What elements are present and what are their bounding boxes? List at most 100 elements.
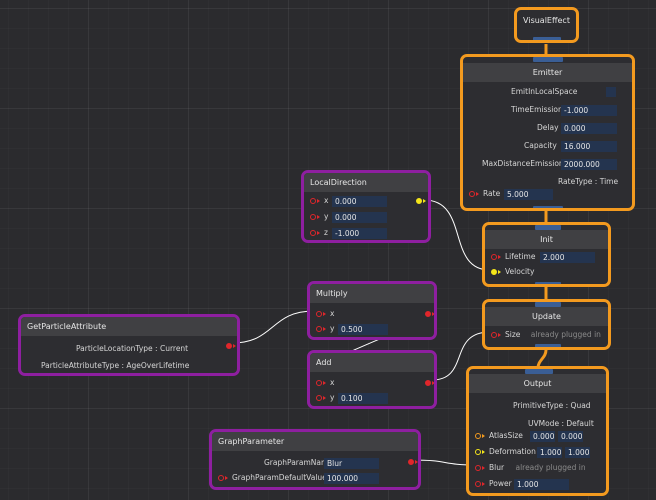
output-node[interactable]: Output PrimitiveType : Quad UVMode : Def…	[466, 366, 609, 496]
multiply-node[interactable]: Multiply x y 0.500	[307, 281, 437, 340]
get-particle-attribute-output-arrow-icon	[233, 344, 236, 348]
local-direction-z-row: z	[324, 227, 328, 239]
deformation-input-port[interactable]	[475, 449, 481, 455]
visual-effect-output-flow-slot[interactable]	[533, 37, 561, 40]
deformation-row: Deformation	[489, 446, 536, 458]
capacity-field[interactable]: 16.000	[561, 141, 617, 152]
rate-input-port[interactable]	[469, 191, 475, 197]
multiply-y-field[interactable]: 0.500	[338, 324, 388, 335]
multiply-x-label: x	[330, 309, 335, 318]
output-input-flow-slot[interactable]	[525, 369, 553, 374]
wire-attribute-multiply	[231, 310, 315, 344]
uv-mode-label[interactable]: UVMode : Default	[528, 419, 594, 428]
multiply-y-port[interactable]	[316, 326, 322, 332]
max-distance-emission-label: MaxDistanceEmission	[482, 159, 564, 168]
max-distance-emission-field[interactable]: 2000.000	[561, 159, 617, 170]
lifetime-port-arrow-icon	[498, 255, 501, 259]
local-direction-x-arrow-icon	[317, 199, 320, 203]
multiply-y-label: y	[330, 324, 335, 333]
add-y-field[interactable]: 0.100	[338, 393, 388, 404]
local-direction-z-field[interactable]: -1.000	[332, 228, 387, 239]
rate-type-row[interactable]: RateType : Time	[558, 176, 618, 188]
get-particle-attribute-title: GetParticleAttribute	[21, 317, 237, 336]
velocity-label: Velocity	[505, 267, 535, 276]
init-input-flow-slot[interactable]	[535, 225, 561, 230]
visual-effect-node[interactable]: VisualEffect	[514, 7, 579, 43]
local-direction-x-port[interactable]	[310, 198, 316, 204]
emitter-output-flow-slot[interactable]	[533, 206, 563, 208]
power-label: Power	[489, 479, 512, 488]
graph-parameter-title: GraphParameter	[212, 432, 418, 451]
emitter-input-flow-slot[interactable]	[533, 57, 563, 62]
rate-type-label[interactable]: RateType : Time	[558, 177, 619, 186]
particle-location-type-row[interactable]: ParticleLocationType : Current	[76, 343, 188, 355]
power-field[interactable]: 1.000	[514, 479, 569, 490]
add-y-port[interactable]	[316, 395, 322, 401]
atlas-size-field-1[interactable]: 0.000	[530, 431, 555, 442]
emit-in-local-space-checkbox[interactable]	[606, 87, 616, 97]
time-emission-field[interactable]: -1.000	[561, 105, 617, 116]
delay-row: Delay	[537, 122, 559, 134]
init-title: Init	[485, 230, 608, 249]
graph-param-name-row: GraphParamName	[264, 457, 333, 469]
particle-location-type-label[interactable]: ParticleLocationType : Current	[76, 344, 189, 353]
power-input-port[interactable]	[475, 481, 481, 487]
atlas-size-port-arrow-icon	[482, 434, 485, 438]
atlas-size-input-port[interactable]	[475, 433, 481, 439]
add-y-arrow-icon	[323, 396, 326, 400]
emitter-node[interactable]: Emitter EmitInLocalSpace TimeEmission -1…	[460, 54, 635, 211]
particle-attribute-type-row[interactable]: ParticleAttributeType : AgeOverLifetime	[41, 360, 189, 372]
size-input-port[interactable]	[491, 332, 497, 338]
size-row: Size already plugged in	[505, 329, 601, 341]
graph-param-default-value-port[interactable]	[218, 475, 224, 481]
graph-parameter-output-arrow-icon	[415, 460, 418, 464]
init-node[interactable]: Init Lifetime 2.000 Velocity	[482, 222, 611, 287]
add-x-port[interactable]	[316, 380, 322, 386]
update-input-flow-slot[interactable]	[535, 302, 561, 307]
graph-parameter-output-port[interactable]	[408, 459, 414, 465]
graph-param-default-value-field[interactable]: 100.000	[324, 473, 379, 484]
rate-field[interactable]: 5.000	[504, 189, 553, 200]
add-output-port[interactable]	[425, 380, 431, 386]
graph-parameter-node[interactable]: GraphParameter GraphParamName Blur Graph…	[209, 429, 421, 490]
update-output-flow-slot[interactable]	[535, 344, 561, 347]
lifetime-field[interactable]: 2.000	[540, 252, 595, 263]
lifetime-input-port[interactable]	[491, 254, 497, 260]
velocity-port-arrow-icon	[498, 270, 501, 274]
output-title: Output	[469, 374, 606, 393]
emit-in-local-space-label: EmitInLocalSpace	[511, 87, 578, 96]
local-direction-output-arrow-icon	[423, 199, 426, 203]
local-direction-node[interactable]: LocalDirection x 0.000 y 0.000 z -1.000	[301, 170, 431, 243]
get-particle-attribute-output-port[interactable]	[226, 343, 232, 349]
add-x-arrow-icon	[323, 381, 326, 385]
uv-mode-row[interactable]: UVMode : Default	[528, 418, 594, 430]
blur-input-port[interactable]	[475, 465, 481, 471]
multiply-x-port[interactable]	[316, 311, 322, 317]
blur-row: Blur already plugged in	[489, 462, 586, 474]
graph-param-name-field[interactable]: Blur	[324, 458, 379, 469]
max-distance-emission-row: MaxDistanceEmission	[482, 158, 564, 170]
get-particle-attribute-node[interactable]: GetParticleAttribute ParticleLocationTyp…	[18, 314, 240, 376]
primitive-type-label[interactable]: PrimitiveType : Quad	[513, 401, 591, 410]
multiply-y-arrow-icon	[323, 327, 326, 331]
multiply-y-row: y	[330, 323, 334, 335]
add-node[interactable]: Add x y 0.100	[307, 350, 437, 409]
delay-field[interactable]: 0.000	[561, 123, 617, 134]
atlas-size-field-2[interactable]: 0.000	[558, 431, 583, 442]
primitive-type-row[interactable]: PrimitiveType : Quad	[513, 400, 591, 412]
init-output-flow-slot[interactable]	[535, 282, 561, 284]
deformation-field-2[interactable]: 1.000	[565, 447, 590, 458]
update-node[interactable]: Update Size already plugged in	[482, 299, 611, 350]
velocity-input-port[interactable]	[491, 269, 497, 275]
multiply-output-port[interactable]	[425, 311, 431, 317]
local-direction-z-port[interactable]	[310, 230, 316, 236]
capacity-row: Capacity	[524, 140, 557, 152]
deformation-field-1[interactable]: 1.000	[537, 447, 562, 458]
rate-label: Rate	[483, 189, 501, 198]
local-direction-output-port[interactable]	[416, 198, 422, 204]
power-port-arrow-icon	[482, 482, 485, 486]
local-direction-y-port[interactable]	[310, 214, 316, 220]
local-direction-x-field[interactable]: 0.000	[332, 196, 387, 207]
particle-attribute-type-label[interactable]: ParticleAttributeType : AgeOverLifetime	[41, 361, 190, 370]
local-direction-y-field[interactable]: 0.000	[332, 212, 387, 223]
